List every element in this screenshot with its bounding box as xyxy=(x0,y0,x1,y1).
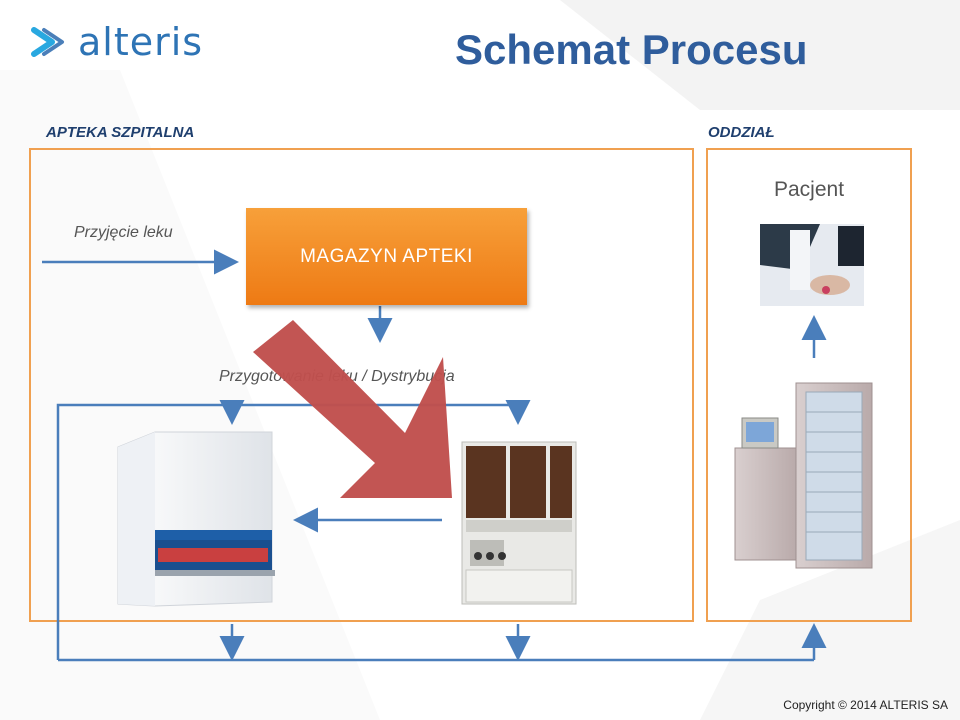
patient-photo xyxy=(760,224,864,306)
intake-label: Przyjęcie leku xyxy=(74,224,173,241)
patient-label: Pacjent xyxy=(774,178,845,201)
red-highlight-arrow xyxy=(253,320,452,498)
warehouse-box: MAGAZYN APTEKI xyxy=(246,208,527,305)
copyright-text: Copyright © 2014 ALTERIS SA xyxy=(783,698,948,712)
page-title: Schemat Procesu xyxy=(455,26,808,73)
vertical-lift-storage-image xyxy=(117,431,275,607)
ward-dispensing-cabinet-image xyxy=(734,382,873,569)
alteris-logo: alteris xyxy=(30,22,203,62)
logo-text: alteris xyxy=(78,20,204,64)
section-label-pharmacy: APTEKA SZPITALNA xyxy=(46,124,195,141)
section-label-ward: ODDZIAŁ xyxy=(708,124,775,141)
alteris-logo-icon xyxy=(31,27,64,57)
pharmacy-frame xyxy=(29,148,694,622)
ward-frame xyxy=(706,148,912,622)
robot-dispenser-image xyxy=(461,441,577,605)
warehouse-label: MAGAZYN APTEKI xyxy=(300,245,473,267)
